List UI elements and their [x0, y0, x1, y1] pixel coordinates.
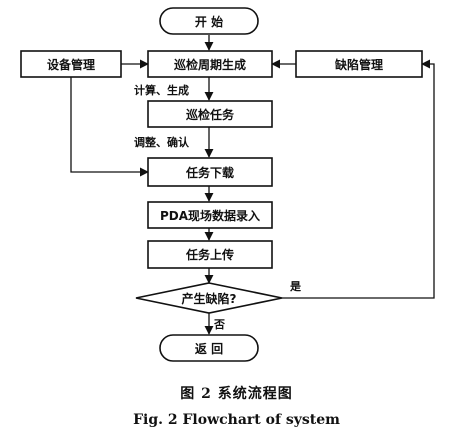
- task-download-box: [147, 157, 273, 187]
- defect-decision-diamond: [135, 282, 283, 314]
- start-terminator: [159, 7, 259, 35]
- equipment-mgmt-label: 设备管理: [47, 57, 95, 72]
- task-upload-box: [147, 240, 273, 269]
- equipment-mgmt-box: [20, 50, 122, 78]
- defect-decision-label: 产生缺陷?: [182, 291, 237, 306]
- start-label: 开 始: [195, 14, 223, 29]
- edge-decision-yes-to-defect: [282, 59, 435, 299]
- edge-equipment-to-download: [70, 77, 149, 177]
- pda-entry-box: [147, 201, 273, 229]
- figure-caption-english: Fig. 2 Flowchart of system: [133, 412, 340, 428]
- edge-label-no: 否: [213, 318, 225, 331]
- task-upload-label: 任务上传: [185, 247, 234, 262]
- edge-label-calc-generate: 计算、生成: [134, 83, 189, 97]
- cycle-generation-box: [147, 50, 273, 78]
- edge-label-adjust-confirm: 调整、确认: [134, 135, 190, 149]
- defect-mgmt-box: [295, 50, 423, 78]
- task-download-label: 任务下载: [185, 165, 234, 180]
- cycle-generation-label: 巡检周期生成: [174, 57, 246, 72]
- defect-mgmt-label: 缺陷管理: [335, 57, 383, 72]
- return-terminator: [159, 334, 259, 362]
- return-label: 返 回: [195, 341, 223, 356]
- figure-caption-chinese: 图 2 系统流程图: [180, 386, 293, 402]
- inspection-task-label: 巡检任务: [186, 107, 235, 122]
- pda-entry-label: PDA现场数据录入: [160, 208, 260, 223]
- inspection-task-box: [147, 100, 273, 128]
- flowchart-diagram: 开 始 设备管理 巡检周期生成 缺陷管理 巡检任务 任务下载 PDA现场数据录入…: [20, 7, 435, 362]
- edge-label-yes: 是: [289, 280, 302, 293]
